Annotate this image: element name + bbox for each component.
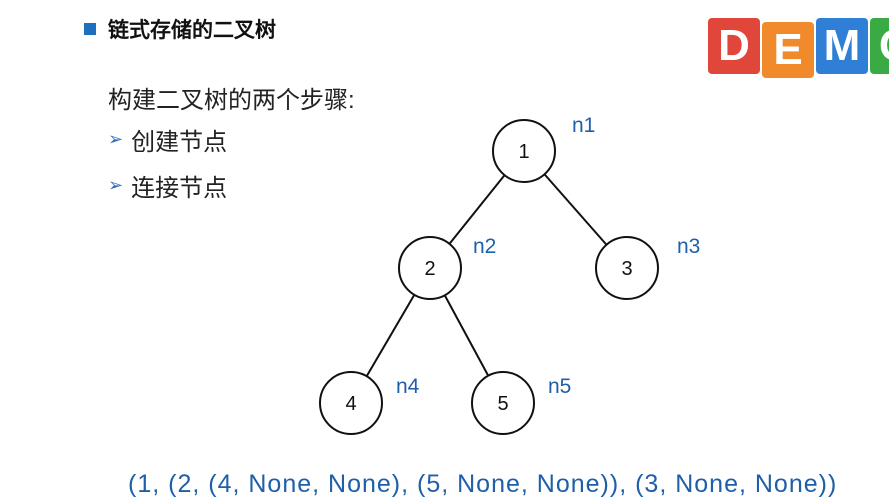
logo-letter: O <box>870 18 889 74</box>
step-item: ➢ 创建节点 <box>108 122 227 157</box>
logo-letter: E <box>762 22 814 78</box>
node-value: 1 <box>518 141 529 163</box>
title-text: 链式存储的二叉树 <box>108 19 276 42</box>
node-label: n1 <box>572 114 595 137</box>
node-value: 4 <box>345 393 356 415</box>
tree-edge <box>543 173 608 246</box>
node-label: n5 <box>548 375 571 398</box>
tree-node <box>595 236 659 300</box>
tree-edge <box>365 294 416 377</box>
node-label: n2 <box>473 235 496 258</box>
step-label: 创建节点 <box>131 129 228 156</box>
logo-letter: D <box>708 18 760 74</box>
node-value: 2 <box>424 258 435 280</box>
tree-node <box>319 371 383 435</box>
node-value: 3 <box>621 258 632 280</box>
bullet-square-icon <box>84 23 96 35</box>
arrow-bullet-icon: ➢ <box>108 129 124 149</box>
arrow-bullet-icon: ➢ <box>108 175 124 195</box>
node-label: n4 <box>396 375 420 398</box>
intro-text: 构建二叉树的两个步骤: <box>108 87 355 114</box>
tree-node <box>398 236 462 300</box>
tree-edge <box>443 294 490 377</box>
tree-edge <box>448 174 506 245</box>
tree-node <box>471 371 535 435</box>
tree-node <box>492 119 556 183</box>
logo-letter: M <box>816 18 868 74</box>
tuple-representation: (1, (2, (4, None, None), (5, None, None)… <box>128 470 838 498</box>
step-item: ➢ 连接节点 <box>108 168 227 203</box>
step-label: 连接节点 <box>131 175 228 202</box>
node-value: 5 <box>497 393 508 415</box>
demo-logo: DEMO <box>708 18 889 78</box>
node-label: n3 <box>677 235 700 258</box>
slide-title: 链式存储的二叉树 <box>84 14 276 44</box>
